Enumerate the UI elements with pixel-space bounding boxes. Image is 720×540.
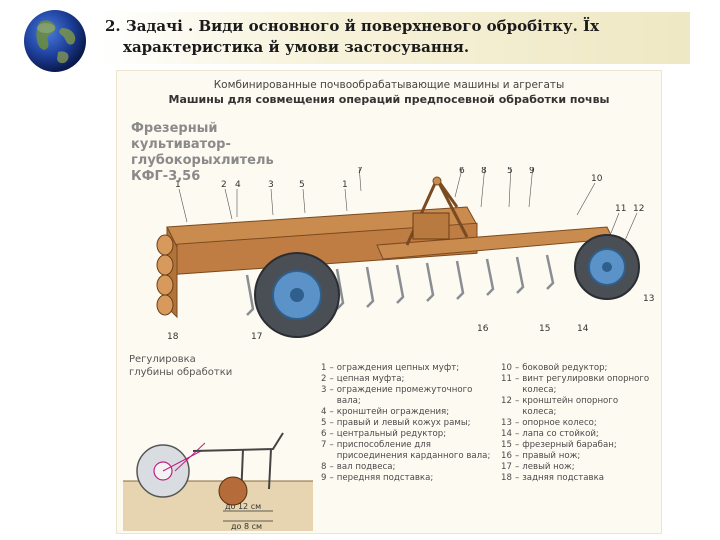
legend-item: 2–цепная муфта; (321, 374, 499, 385)
legend-number: 9 (321, 473, 327, 483)
depth-label: до 12 см (225, 502, 261, 511)
legend-text: ограждения цепных муфт; (336, 363, 460, 373)
legend-text: центральный редуктор; (336, 429, 447, 439)
legend-text: лапа со стойкой; (522, 429, 599, 439)
legend-number: 2 (321, 374, 327, 384)
legend-number: 18 (501, 473, 512, 483)
callout-number: 5 (507, 167, 513, 176)
legend-number: 17 (501, 462, 512, 472)
callout-number: 3 (268, 180, 274, 190)
machine-name-line3: КФГ-3,56 (131, 169, 201, 184)
legend-item: 14–лапа со стойкой; (501, 429, 653, 440)
depth-title-line2: глубины обработки (129, 367, 233, 378)
callout-number: 5 (299, 180, 305, 190)
machine-name: Фрезерный культиватор-глубокорыхлитель К… (131, 121, 371, 185)
legend-number: 15 (501, 440, 512, 450)
callout-number: 9 (529, 167, 535, 176)
legend-number: 3 (321, 385, 327, 395)
figure-header-1: Комбинированные почвообрабатывающие маши… (213, 79, 565, 91)
callout-number: 2 (221, 180, 227, 190)
globe-icon (24, 10, 86, 72)
legend-text: винт регулировки опорного колеса; (522, 374, 650, 395)
legend-text: передняя подставка; (336, 473, 434, 483)
legend-text: опорное колесо; (522, 418, 597, 428)
legend-item: 12–кронштейн опорного колеса; (501, 396, 653, 418)
callout-number: 7 (357, 167, 363, 176)
legend-number: 16 (501, 451, 512, 461)
legend-item: 8–вал подвеса; (321, 462, 499, 473)
legend-text: приспособление для присоединения карданн… (336, 440, 491, 461)
legend-item: 11–винт регулировки опорного колеса; (501, 374, 653, 396)
legend-number: 11 (501, 374, 512, 384)
slide-title-line2: характеристика й умови застосування. (123, 38, 470, 56)
legend-text: задняя подставка (522, 473, 605, 483)
depth-adjustment-title: Регулировка глубины обработки (129, 353, 279, 379)
legend-text: фрезерный барабан; (522, 440, 617, 450)
legend-number: 7 (321, 440, 327, 450)
callout-number: 10 (591, 174, 603, 184)
legend-text: кронштейн ограждения; (336, 407, 450, 417)
legend-text: правый нож; (522, 451, 581, 461)
legend-number: 8 (321, 462, 327, 472)
legend-item: 4–кронштейн ограждения; (321, 407, 499, 418)
depth-adjustment-diagram: до 12 см до 8 см (123, 432, 313, 531)
callout-number: 8 (481, 167, 487, 176)
callout-number: 13 (643, 294, 654, 304)
slide-title: 2. Задачі . Види основного й поверхневог… (105, 16, 685, 58)
figure-header-2: Машины для совмещения операций предпосев… (168, 93, 610, 106)
legend-number: 1 (321, 363, 327, 373)
legend-item: 1–ограждения цепных муфт; (321, 363, 499, 374)
legend-text: вал подвеса; (336, 462, 396, 472)
callout-number: 6 (459, 167, 465, 176)
legend-number: 12 (501, 396, 512, 406)
right-wheel (574, 234, 640, 300)
legend-item: 10–боковой редуктор; (501, 363, 653, 374)
callout-number: 1 (342, 180, 348, 190)
callout-number: 18 (167, 332, 179, 342)
legend-left-column: 1–ограждения цепных муфт;2–цепная муфта;… (321, 363, 499, 484)
callout-number: 12 (633, 204, 644, 214)
legend-text: боковой редуктор; (522, 363, 608, 373)
callout-number: 16 (477, 324, 489, 334)
callout-number: 15 (539, 324, 550, 334)
legend-number: 4 (321, 407, 327, 417)
machine-name-line1: Фрезерный (131, 121, 218, 136)
depth-label: до 8 см (231, 522, 262, 531)
callout-number: 17 (251, 332, 262, 342)
slide-title-line1: 2. Задачі . Види основного й поверхневог… (105, 17, 600, 35)
legend-text: правый и левый кожух рамы; (336, 418, 471, 428)
callout-number: 14 (577, 324, 589, 334)
legend-item: 15–фрезерный барабан; (501, 440, 653, 451)
machine-figure: Комбинированные почвообрабатывающие маши… (116, 70, 662, 534)
callout-number: 4 (235, 180, 241, 190)
legend-item: 17–левый нож; (501, 462, 653, 473)
legend-item: 18–задняя подставка (501, 473, 653, 484)
legend-text: кронштейн опорного колеса; (522, 396, 619, 417)
legend-number: 10 (501, 363, 512, 373)
legend-item: 6–центральный редуктор; (321, 429, 499, 440)
legend-number: 5 (321, 418, 327, 428)
title-bar (96, 12, 690, 64)
legend-item: 9–передняя подставка; (321, 473, 499, 484)
legend-item: 3–ограждение промежуточного вала; (321, 385, 499, 407)
legend-right-column: 10–боковой редуктор;11–винт регулировки … (501, 363, 653, 484)
legend-text: цепная муфта; (336, 374, 405, 384)
left-wheel (254, 252, 340, 338)
depth-title-line1: Регулировка (129, 354, 196, 365)
legend-text: ограждение промежуточного вала; (336, 385, 473, 406)
callout-number: 11 (615, 204, 626, 214)
machine-name-line2: культиватор-глубокорыхлитель (131, 137, 274, 168)
legend-item: 7–приспособление для присоединения карда… (321, 440, 499, 462)
legend-item: 5–правый и левый кожух рамы; (321, 418, 499, 429)
legend-number: 14 (501, 429, 512, 439)
legend-item: 16–правый нож; (501, 451, 653, 462)
legend-number: 13 (501, 418, 512, 428)
callout-number: 1 (175, 180, 181, 190)
legend-number: 6 (321, 429, 327, 439)
legend-item: 13–опорное колесо; (501, 418, 653, 429)
cultivator-illustration: 1 2 4 3 5 1 7 6 8 5 9 10 11 12 18 17 16 … (156, 167, 654, 342)
legend-text: левый нож; (522, 462, 575, 472)
